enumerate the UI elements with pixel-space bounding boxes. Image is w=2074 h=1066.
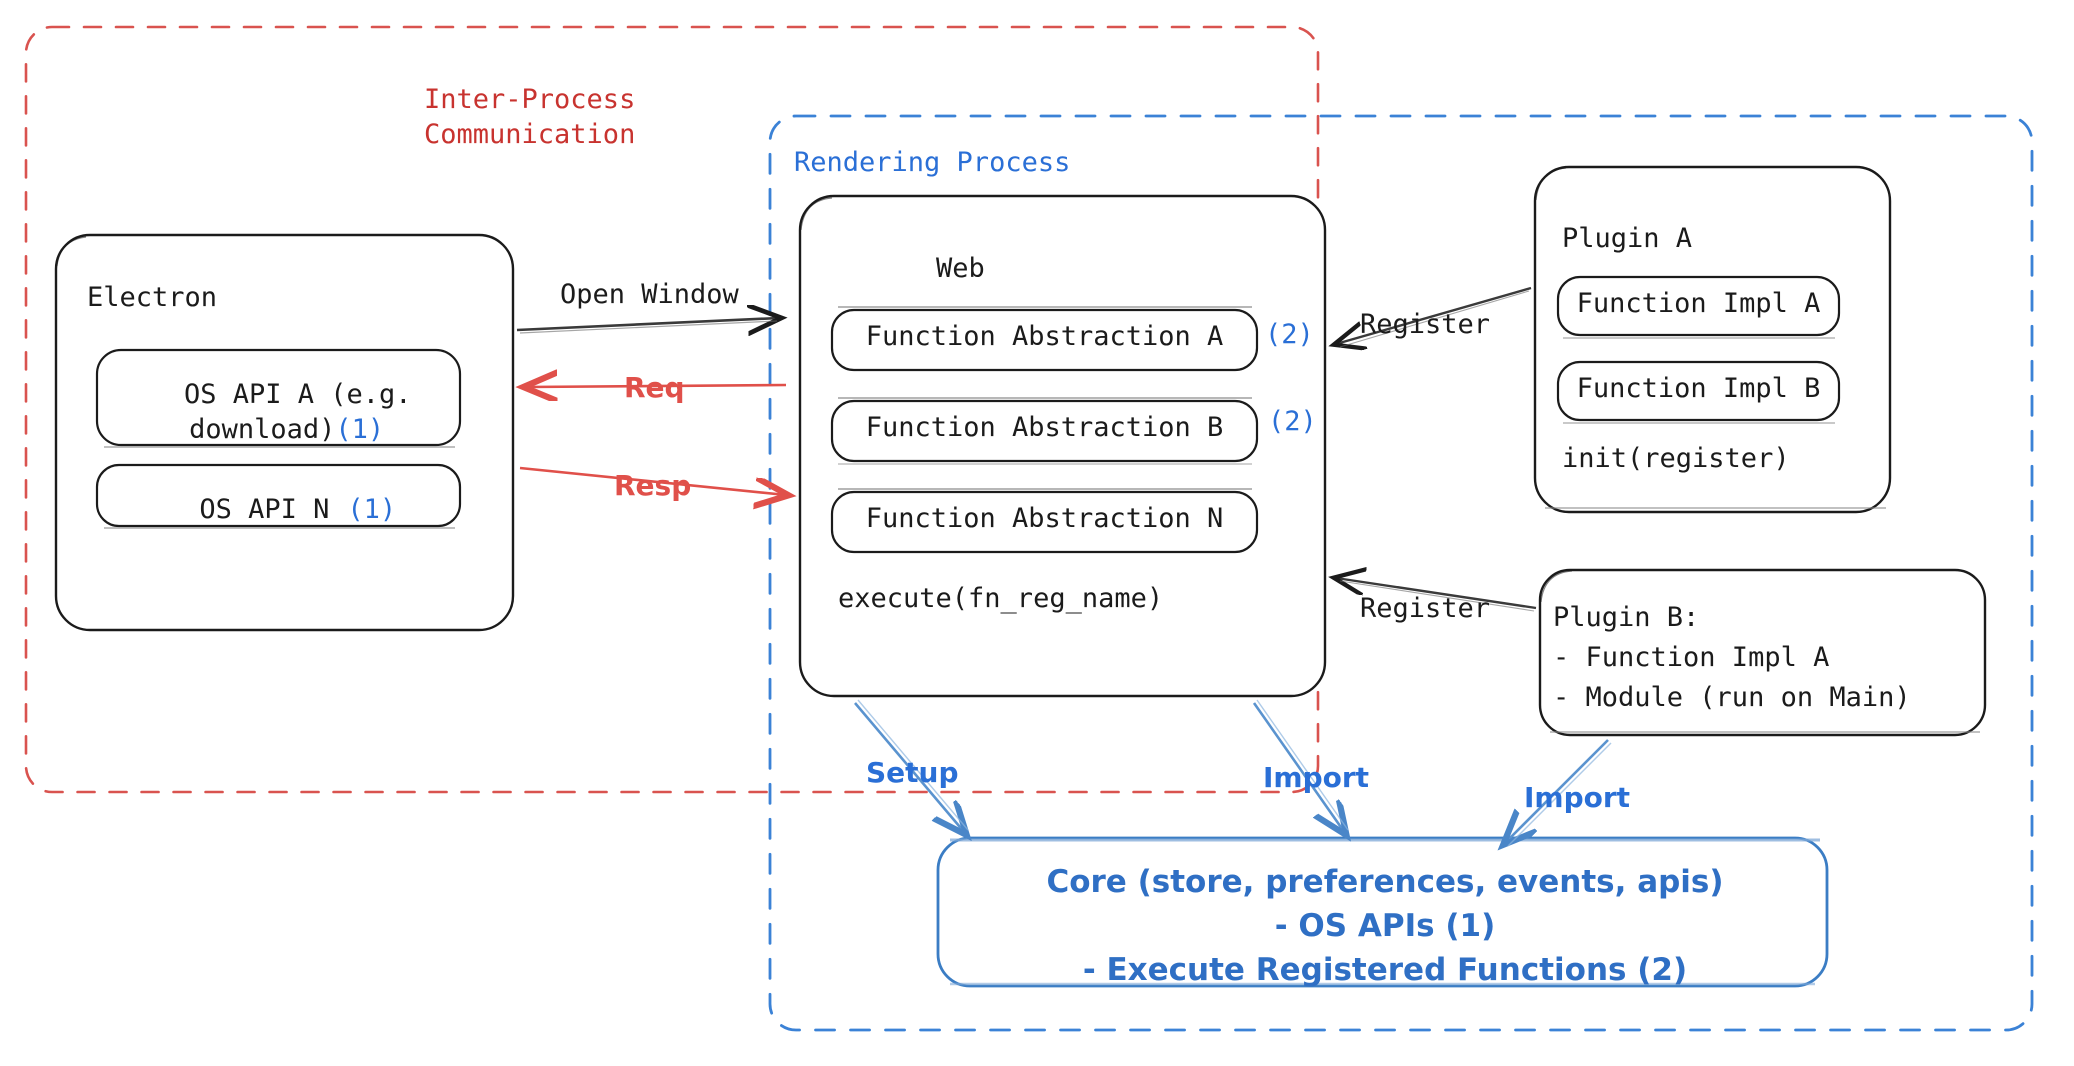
plugin-b-text: Plugin B: - Function Impl A - Module (ru… [1553,602,1911,713]
core-text: Core (store, preferences, events, apis) … [1046,864,1724,989]
function-abstraction-b-label: Function Abstraction B [865,412,1224,443]
edge-label-open-window: Open Window [560,279,739,310]
edge-label-import-web: Import [1263,761,1370,794]
web-title: Web [936,253,985,284]
function-abstraction-a-mark: (2) [1265,319,1314,350]
function-abstraction-a-label: Function Abstraction A [865,321,1224,352]
edge-label-import-plugin-b: Import [1524,781,1631,814]
function-abstraction-n-label: Function Abstraction N [865,503,1224,534]
os-api-n-text: OS API N [199,494,330,526]
edge-label-setup: Setup [866,756,959,789]
edge-label-req: Req [624,371,685,404]
web-box [798,194,1327,698]
web-execute-method: execute(fn_reg_name) [838,583,1164,614]
os-api-n-mark: (1) [347,494,397,526]
function-impl-b-label: Function Impl B [1576,373,1821,404]
edge-label-register-plugin-a: Register [1360,309,1491,340]
os-api-a-text: OS API A (e.g. download) [183,379,412,446]
plugin-a-init-label: init(register) [1562,443,1790,474]
rendering-process-boundary-label: Rendering Process [794,147,1071,178]
function-abstraction-b-mark: (2) [1268,406,1317,437]
function-impl-a-label: Function Impl A [1576,288,1821,319]
os-api-n-label: OS API N (1) [97,473,460,548]
os-api-a-label: OS API A (e.g. download)(1) [97,358,460,468]
electron-title: Electron [87,282,218,313]
os-api-a-mark: (1) [335,414,385,446]
ipc-boundary-label: Inter-Process Communication [424,84,636,150]
edge-label-register-plugin-b: Register [1360,593,1491,624]
arrow-open-window [516,318,779,333]
edge-label-resp: Resp [614,469,692,502]
plugin-a-title: Plugin A [1562,223,1693,254]
